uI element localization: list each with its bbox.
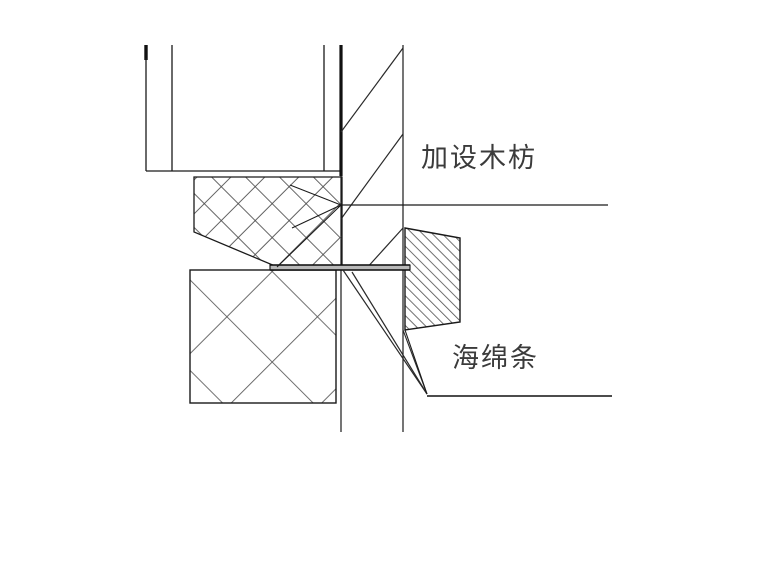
diagonal-upper-b	[340, 133, 404, 220]
leader-timber-pointer-b	[289, 184, 342, 206]
upper-wall-panel	[144, 45, 343, 176]
fastener-body	[269, 264, 411, 271]
construction-diagonals-upper	[340, 47, 404, 271]
leader-timber-pointer	[276, 204, 342, 268]
diagonal-lower-a	[342, 269, 428, 395]
tile-outline	[189, 269, 337, 404]
annotation-label-timber: 加设木枋	[421, 143, 537, 173]
leader-timber	[276, 184, 608, 268]
sponge-hatch-fill	[405, 228, 460, 330]
fastener-bar	[269, 264, 411, 271]
tile-hatch-fill	[190, 270, 336, 403]
leader-sponge-pointer	[404, 329, 428, 395]
stone-tile-block	[189, 269, 337, 404]
leader-sponge	[404, 329, 612, 397]
diagonal-mid	[364, 227, 404, 271]
diagonal-lower-b	[351, 271, 428, 395]
sponge-outline	[404, 227, 461, 331]
annotation-label-sponge: 海绵条	[452, 343, 539, 373]
leader-timber-pointer-c	[291, 204, 342, 229]
diagonal-upper-a	[340, 47, 404, 133]
sponge-strip-block	[404, 227, 461, 331]
